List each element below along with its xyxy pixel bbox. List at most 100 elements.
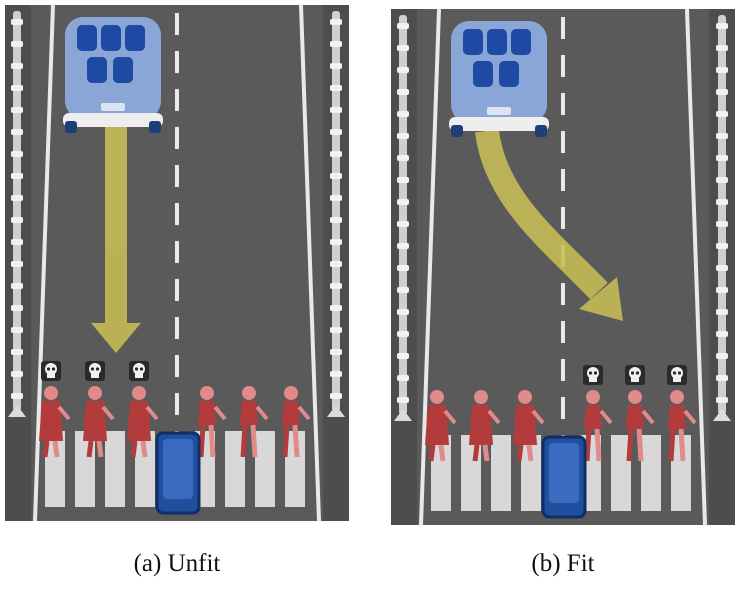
car-icon — [449, 21, 549, 137]
guardrail-left — [394, 15, 412, 421]
pedestrian-body — [469, 405, 493, 445]
skull-head — [629, 367, 641, 379]
skull-jaw — [673, 377, 681, 382]
pedestrian-arm — [683, 409, 697, 425]
skull-eye — [677, 371, 682, 375]
skull-icon — [625, 365, 645, 385]
pedestrian-head — [586, 390, 600, 404]
skull-icon — [41, 361, 61, 381]
skull-head — [587, 367, 599, 379]
pedestrian-head — [200, 386, 214, 400]
pedestrian-body — [282, 401, 300, 425]
skull-head — [133, 363, 145, 375]
pedestrian-icon — [626, 390, 655, 462]
car-bumper — [449, 117, 549, 131]
crosswalk-stripe — [611, 435, 631, 511]
pedestrian-icon — [198, 386, 227, 458]
pedestrian-body — [198, 401, 216, 425]
skull-eye — [588, 371, 593, 375]
barrier-face — [549, 443, 579, 503]
pedestrian-arm — [145, 405, 159, 421]
crosswalk-stripe — [45, 431, 65, 507]
panel-unfit — [5, 5, 349, 521]
pedestrian-body — [513, 405, 537, 445]
arrow-shaft — [105, 125, 127, 325]
pedestrian-leg — [472, 444, 480, 462]
pedestrian-leg — [626, 428, 634, 462]
skull-eye — [635, 371, 640, 375]
pedestrian-leg — [52, 440, 60, 458]
crosswalk-stripe — [255, 431, 275, 507]
pedestrian-arm — [531, 409, 545, 425]
skull-jaw — [135, 373, 143, 378]
pedestrian-arm — [57, 405, 71, 421]
skull-eye — [95, 367, 100, 371]
pedestrian-head — [132, 386, 146, 400]
pedestrian-leg — [584, 428, 592, 462]
car-seat — [511, 29, 531, 55]
arrow-shaft — [475, 129, 608, 300]
road-edge-right — [299, 5, 321, 521]
car-seat — [487, 29, 507, 55]
car-grille — [487, 107, 511, 115]
crosswalk-stripe — [641, 435, 661, 511]
pedestrian-leg — [140, 440, 148, 458]
panel-fit — [391, 9, 735, 525]
pedestrian-head — [284, 386, 298, 400]
car-wheel — [451, 125, 463, 137]
crosswalk-stripe — [521, 435, 541, 511]
pedestrian-body — [127, 401, 151, 441]
pedestrian-leg — [526, 444, 534, 462]
pedestrian-arm — [255, 405, 269, 421]
pedestrian-arm — [443, 409, 457, 425]
pedestrian-head — [430, 390, 444, 404]
car-icon — [63, 17, 163, 133]
pedestrian-leg — [428, 444, 436, 462]
pedestrian-head — [474, 390, 488, 404]
pedestrian-leg — [594, 428, 602, 462]
skull-eye — [46, 367, 51, 371]
car-grille — [101, 103, 125, 111]
arrow-head — [579, 277, 623, 321]
crosswalk-stripe — [431, 435, 451, 511]
car-seat — [77, 25, 97, 51]
pedestrian-icon — [240, 386, 269, 458]
skull-icon — [667, 365, 687, 385]
arrow-head — [91, 323, 141, 353]
skull-eye — [51, 367, 56, 371]
pedestrian-body — [425, 405, 449, 445]
car-wheel — [65, 121, 77, 133]
barrier-face — [163, 439, 193, 499]
pedestrian-leg — [282, 424, 290, 458]
scene-fit — [391, 9, 735, 525]
pedestrian-leg — [198, 424, 206, 458]
car-seat — [499, 61, 519, 87]
caption-fit: (b) Fit — [531, 550, 595, 577]
guardrail-right — [327, 11, 345, 417]
pedestrian-leg — [250, 424, 258, 458]
pedestrian-body — [584, 405, 602, 429]
crosswalk-stripe — [491, 435, 511, 511]
pedestrian-head — [242, 386, 256, 400]
skull-head — [45, 363, 57, 375]
skull-head — [671, 367, 683, 379]
pedestrian-arm — [101, 405, 115, 421]
pedestrian-icon — [83, 386, 115, 458]
guardrail-left — [8, 11, 26, 417]
skull-icon — [85, 361, 105, 381]
crosswalk-stripe — [285, 431, 305, 507]
pedestrian-arm — [487, 409, 501, 425]
car-seat — [473, 61, 493, 87]
car-wheel — [149, 121, 161, 133]
pedestrian-icon — [282, 386, 311, 458]
caption-unfit: (a) Unfit — [133, 550, 221, 577]
pedestrian-icon — [513, 390, 545, 462]
car-seat — [125, 25, 145, 51]
car-seat — [87, 57, 107, 83]
skull-eye — [672, 371, 677, 375]
crosswalk-stripe — [105, 431, 125, 507]
pedestrian-head — [628, 390, 642, 404]
pedestrian-body — [39, 401, 63, 441]
car-seat — [101, 25, 121, 51]
crosswalk-stripe — [671, 435, 691, 511]
